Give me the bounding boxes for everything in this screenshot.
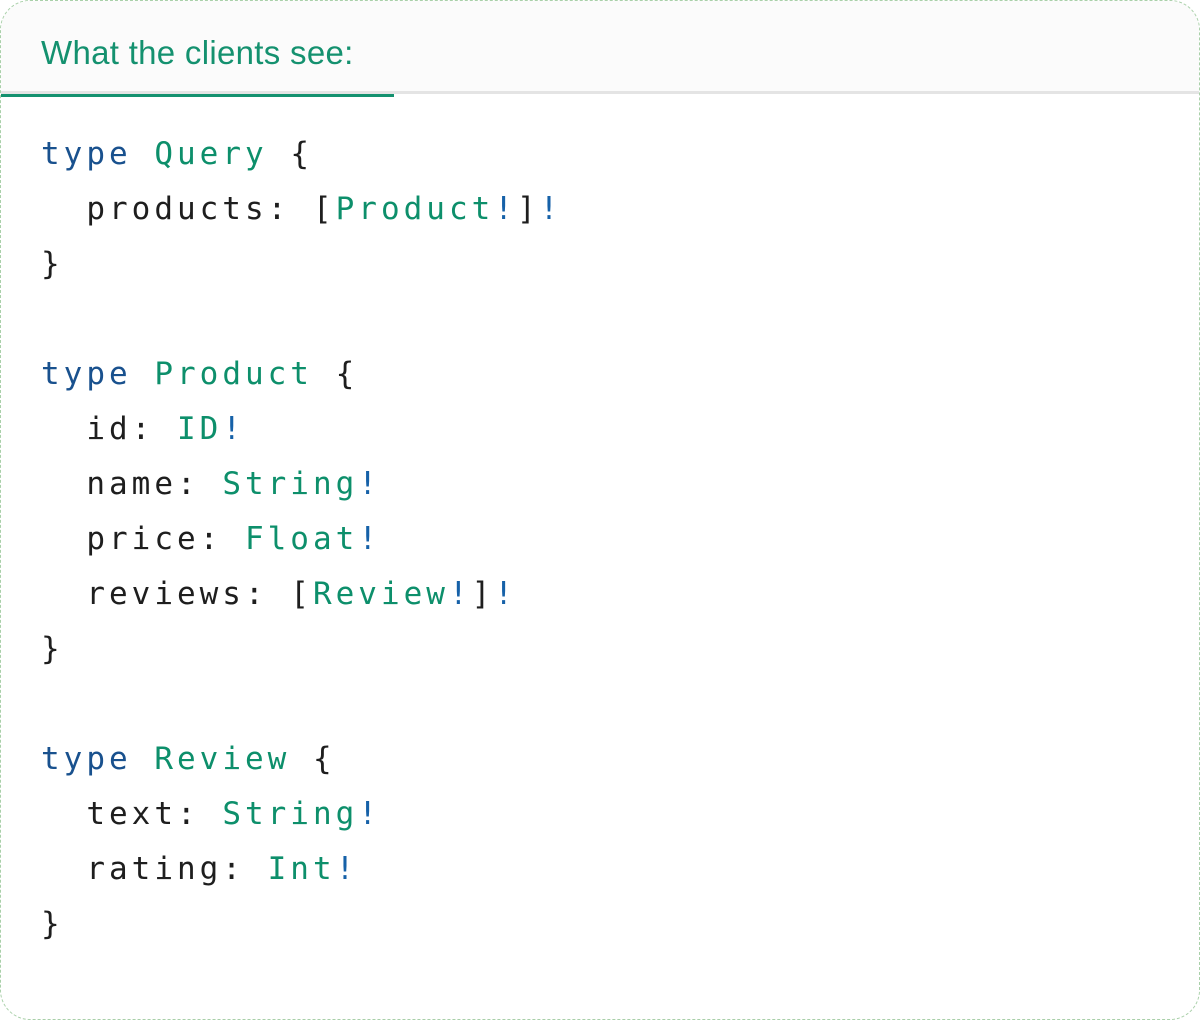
code-line: text: String! <box>41 796 381 832</box>
code-line: id: ID! <box>41 411 245 447</box>
code-line: reviews: [Review!]! <box>41 576 517 612</box>
code-line <box>41 677 1169 732</box>
code-line: } <box>41 246 64 282</box>
tab-label: What the clients see: <box>41 34 354 71</box>
code-line: type Product { <box>41 356 359 392</box>
graphql-schema-code: type Query { products: [Product!]!} type … <box>1 127 1199 952</box>
code-line: name: String! <box>41 466 381 502</box>
code-line: price: Float! <box>41 521 381 557</box>
code-line: type Query { <box>41 136 313 172</box>
code-line: } <box>41 631 64 667</box>
tab-what-clients-see[interactable]: What the clients see: <box>1 1 394 97</box>
tab-bar: What the clients see: <box>1 1 1199 97</box>
code-line <box>41 292 1169 347</box>
code-line: products: [Product!]! <box>41 191 563 227</box>
code-line: } <box>41 906 64 942</box>
code-line: rating: Int! <box>41 851 359 887</box>
code-line: type Review { <box>41 741 336 777</box>
